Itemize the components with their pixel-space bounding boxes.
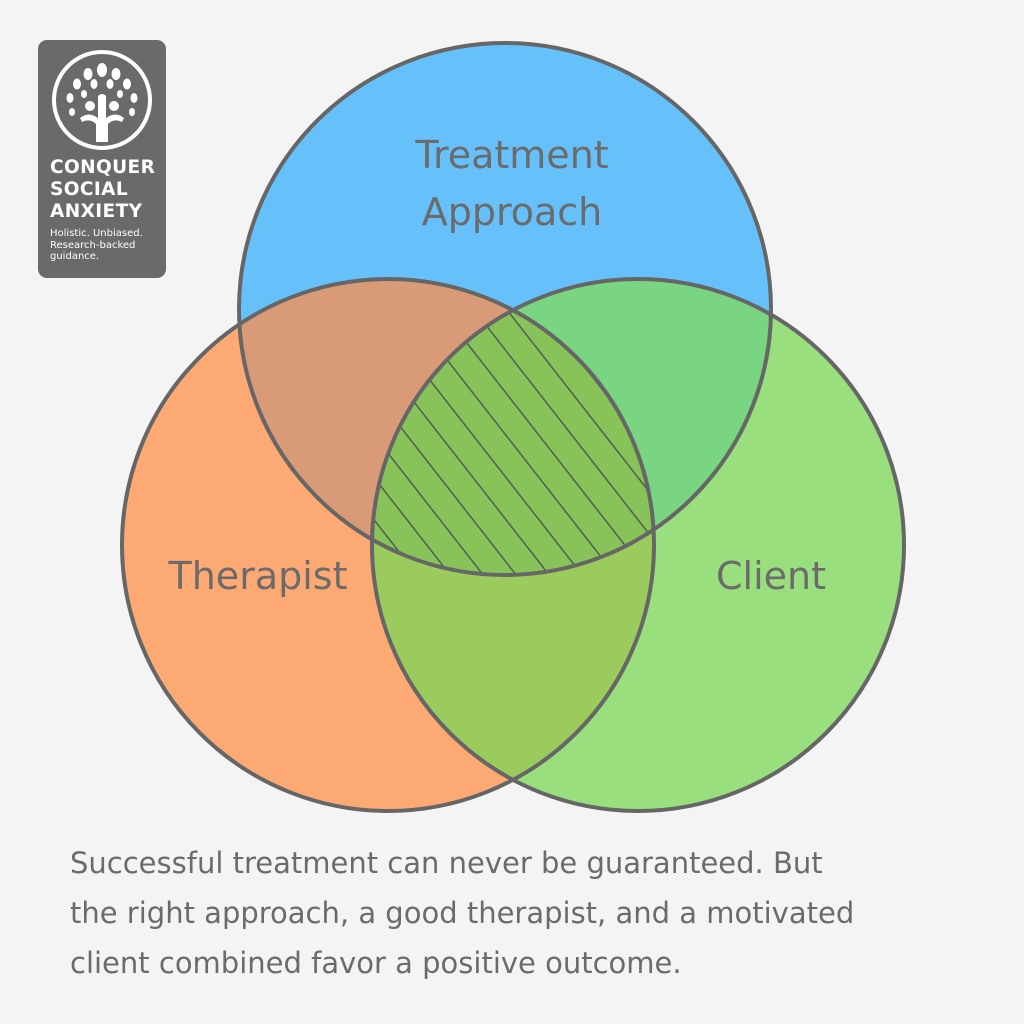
logo-title-line-3: ANXIETY (50, 201, 143, 222)
caption-line: client combined favor a positive outcome… (70, 946, 682, 980)
caption-line: the right approach, a good therapist, an… (70, 896, 855, 930)
brand-logo: CONQUER SOCIAL ANXIETY Holistic. Unbiase… (38, 40, 166, 278)
caption-line: Successful treatment can never be guaran… (70, 846, 823, 880)
logo-tagline: Holistic. Unbiased. Research-backed guid… (50, 228, 143, 262)
treatment-approach-outline (237, 41, 773, 577)
therapist-outline (120, 277, 656, 813)
client-label: Client (716, 554, 826, 598)
client-outline (370, 277, 906, 813)
tree-of-people-icon (52, 50, 152, 150)
logo-title-line-2: SOCIAL (50, 179, 129, 200)
treatment-label: Treatment (414, 133, 608, 177)
caption: Successful treatment can never be guaran… (70, 838, 970, 988)
approach-label: Approach (422, 190, 603, 234)
logo-title-line-1: CONQUER (50, 157, 156, 178)
therapist-label: Therapist (168, 554, 348, 598)
